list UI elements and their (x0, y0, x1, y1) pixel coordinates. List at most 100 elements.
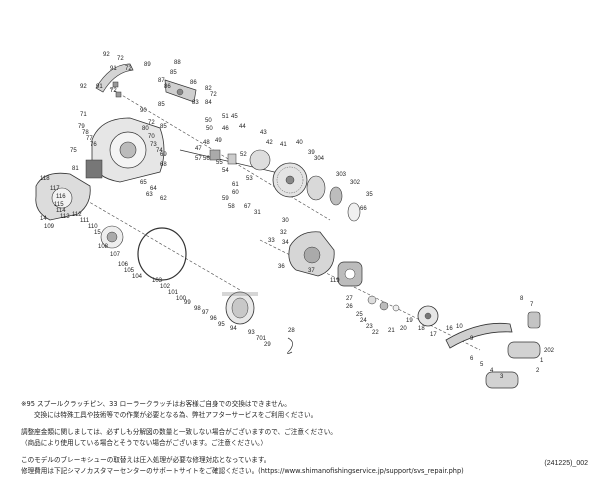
part-number-label: 6 (470, 356, 474, 362)
part-number-label: 49 (215, 138, 222, 144)
part-number-label: 48 (203, 140, 210, 146)
part-number-label: 118 (40, 176, 50, 182)
note-line-3: 調整座金類に関しましては、必ずしも分解図の数量と一致しない場合がございますので、… (21, 428, 337, 436)
notes-block: ※95 スプールクラッチピン、33 ローラークラッチはお客様ご自身での交換はでき… (21, 399, 591, 477)
drive-shaft-assembly (179, 149, 301, 179)
part-number-label: 47 (195, 146, 202, 152)
small-spacers (367, 295, 400, 312)
part-number-label: 86 (190, 80, 197, 86)
part-number-label: 19 (406, 318, 413, 324)
part-number-label: 26 (346, 304, 353, 310)
part-number-label: 82 (205, 86, 212, 92)
part-number-label: 21 (388, 328, 395, 334)
part-number-label: 65 (140, 180, 147, 186)
part-number-label: 40 (296, 140, 303, 146)
part-number-label: 55 (216, 160, 223, 166)
note-line-5: このモデルのブレーキシューの取替えは圧入処理が必要な修理対応となっています。 (21, 456, 271, 464)
part-number-label: 113 (60, 214, 70, 220)
part-number-label: 43 (260, 130, 267, 136)
part-number-label: 106 (118, 262, 129, 268)
part-number-label: 29 (264, 342, 271, 348)
part-number-label: 22 (372, 330, 379, 336)
part-number-label: 104 (132, 274, 143, 280)
part-number-label: 79 (78, 124, 85, 130)
part-number-label: 16 (446, 326, 453, 332)
handle-knob-left (485, 371, 519, 389)
part-number-label: 28 (288, 328, 295, 334)
handle-arm (445, 323, 513, 349)
part-number-label: 78 (82, 130, 89, 136)
part-number-label: 68 (160, 162, 167, 168)
part-number-label: 31 (254, 210, 261, 216)
part-number-label: 102 (160, 284, 171, 290)
part-number-label: 111 (80, 218, 90, 224)
frame-ring (137, 227, 187, 281)
part-number-label: 64 (150, 186, 157, 192)
part-number-label: 1 (540, 358, 544, 364)
part-number-label: 72 (148, 120, 155, 126)
part-number-label: 41 (280, 142, 287, 148)
part-number-label: 34 (282, 240, 289, 246)
part-number-label: 44 (239, 124, 246, 130)
part-number-label: 91 (110, 66, 117, 72)
part-number-label: 119 (330, 278, 340, 284)
part-number-label: 83 (192, 100, 199, 106)
part-number-label: 27 (346, 296, 353, 302)
part-number-label: 85 (158, 102, 165, 108)
part-number-label: 88 (174, 60, 181, 66)
top-cover-part (164, 79, 197, 103)
pinion-gear (337, 261, 363, 287)
part-number-label: 92 (103, 52, 110, 58)
part-number-label: 39 (308, 150, 315, 156)
part-number-label: 72 (125, 66, 132, 72)
part-number-label: 115 (54, 202, 64, 208)
part-number-label: 15 (94, 230, 101, 236)
part-number-label: 77 (86, 136, 93, 142)
part-number-label: 114 (56, 208, 66, 214)
part-number-label: 74 (156, 148, 163, 154)
part-number-label: 116 (56, 194, 66, 200)
part-number-label: 72 (210, 92, 217, 98)
part-number-label: 99 (184, 300, 191, 306)
part-number-label: 70 (148, 134, 155, 140)
part-number-label: 304 (314, 156, 325, 162)
part-number-label: 23 (366, 324, 373, 330)
part-number-label: 94 (230, 326, 237, 332)
part-number-label: 73 (150, 142, 157, 148)
part-number-label: 24 (360, 318, 367, 324)
part-number-label: 302 (350, 180, 361, 186)
part-number-label: 32 (280, 230, 287, 236)
brake-ring (100, 225, 124, 249)
part-number-label: 84 (205, 100, 212, 106)
part-number-label: 89 (144, 62, 151, 68)
part-number-label: 95 (218, 322, 225, 328)
part-number-label: 2 (536, 368, 540, 374)
part-number-label: 62 (160, 196, 167, 202)
part-number-label: 85 (170, 70, 177, 76)
part-number-label: 108 (98, 244, 109, 250)
note-line-4: （商品により使用している場合とそうでない場合がございます。ご注意ください。） (21, 439, 268, 447)
assembly-line-upper (109, 87, 331, 221)
part-number-label: 67 (244, 204, 251, 210)
part-number-label: 3 (500, 374, 504, 380)
part-number-label: 66 (360, 206, 367, 212)
part-number-label: 110 (88, 224, 98, 230)
part-number-label: 92 (80, 84, 87, 90)
drive-gear (272, 162, 308, 198)
part-number-label: 80 (142, 126, 149, 132)
drag-washers (306, 175, 361, 222)
part-number-label: 7 (530, 302, 534, 308)
part-number-label: 33 (268, 238, 275, 244)
part-number-label: 100 (176, 296, 187, 302)
part-number-label: 45 (231, 114, 238, 120)
part-number-label: 701 (256, 336, 267, 342)
part-number-label: 85 (160, 124, 167, 130)
note-line-2: 交換には特殊工具や技術等での作業が必要となる為、弊社アフターサービスをご利用くだ… (34, 411, 318, 419)
part-number-label: 57 (195, 156, 202, 162)
part-number-label: 71 (80, 112, 87, 118)
part-number-label: 20 (400, 326, 407, 332)
part-number-label: 58 (228, 204, 235, 210)
side-plate-frame (85, 117, 165, 183)
